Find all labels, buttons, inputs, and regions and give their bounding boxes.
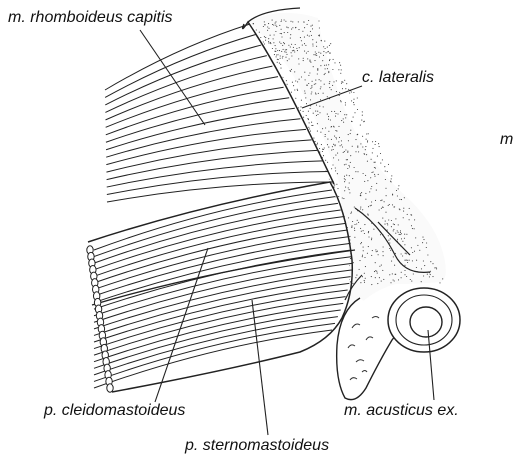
label-m-acusticus-ex: m. acusticus ex.	[344, 403, 459, 419]
label-p-sternomastoideus: p. sternomastoideus	[185, 438, 329, 454]
label-partial-m: m	[500, 132, 513, 148]
label-p-cleidomastoideus: p. cleidomastoideus	[44, 403, 185, 419]
ear-canal	[337, 288, 460, 400]
sternocleido-muscle	[87, 182, 355, 392]
label-rhomboideus-capitis: m. rhomboideus capitis	[8, 10, 173, 26]
label-c-lateralis: c. lateralis	[362, 70, 434, 86]
